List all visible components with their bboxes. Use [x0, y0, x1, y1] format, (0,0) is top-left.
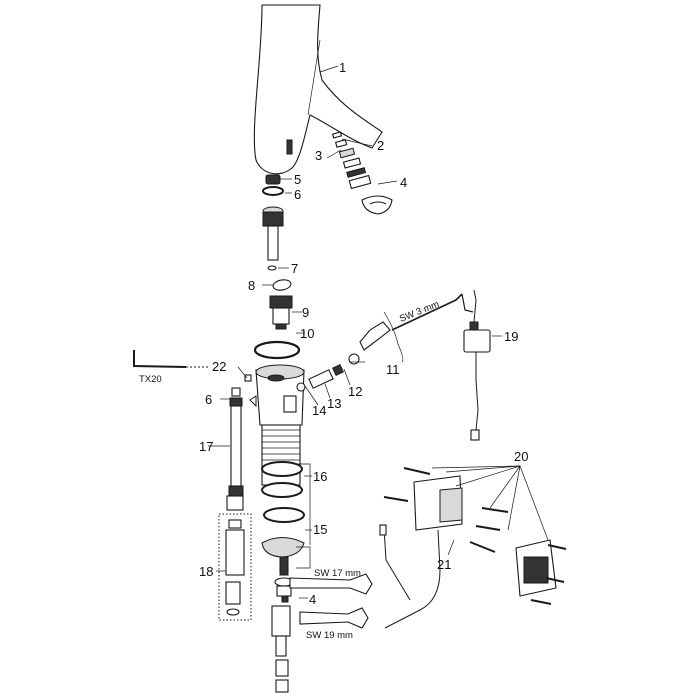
label-part-4-top: 4 [400, 175, 407, 190]
label-part-14: 14 [312, 403, 326, 418]
callout-labels: 1 2 3 4 5 6 7 8 9 10 11 12 13 14 15 16 1… [199, 60, 528, 607]
label-part-4-bottom: 4 [309, 592, 316, 607]
label-part-22: 22 [212, 359, 226, 374]
label-part-3: 3 [315, 148, 322, 163]
label-part-6-top: 6 [294, 187, 301, 202]
label-wrench-19: SW 19 mm [306, 630, 353, 641]
label-part-12: 12 [348, 384, 362, 399]
label-part-18: 18 [199, 564, 213, 579]
label-part-21: 21 [437, 557, 451, 572]
label-part-2: 2 [377, 138, 384, 153]
label-part-1: 1 [339, 60, 346, 75]
spindle [262, 206, 284, 271]
mounting-rings [261, 461, 305, 603]
label-part-15: 15 [313, 522, 327, 537]
spout-body [253, 4, 383, 175]
leader-lines [208, 65, 549, 599]
screws [383, 467, 567, 605]
label-part-13: 13 [327, 396, 341, 411]
label-part-11: 11 [386, 362, 400, 377]
large-oring [253, 340, 301, 360]
label-torx-size: TX20 [139, 374, 162, 385]
label-part-6-left: 6 [205, 392, 212, 407]
label-hex-key-size: SW 3 mm [398, 299, 441, 325]
lower-hose-center [271, 605, 291, 693]
label-part-16: 16 [313, 469, 327, 484]
label-part-17: 17 [199, 439, 213, 454]
nipple-oring [262, 174, 284, 196]
aerator-stack [331, 131, 393, 215]
label-part-8: 8 [248, 278, 255, 293]
label-part-20: 20 [514, 449, 528, 464]
battery-box [379, 475, 557, 629]
label-part-7: 7 [291, 261, 298, 276]
mixer-body [255, 364, 305, 486]
label-part-19: 19 [504, 329, 518, 344]
washer-valve [269, 279, 293, 330]
sensor-module [463, 289, 491, 441]
left-hose [218, 387, 252, 621]
side-cartridge [296, 293, 474, 392]
label-part-9: 9 [302, 305, 309, 320]
tx20-key [133, 350, 257, 408]
label-part-5: 5 [294, 172, 301, 187]
label-part-10: 10 [300, 326, 314, 341]
label-wrench-17: SW 17 mm [314, 568, 361, 579]
wrenches [289, 573, 373, 629]
